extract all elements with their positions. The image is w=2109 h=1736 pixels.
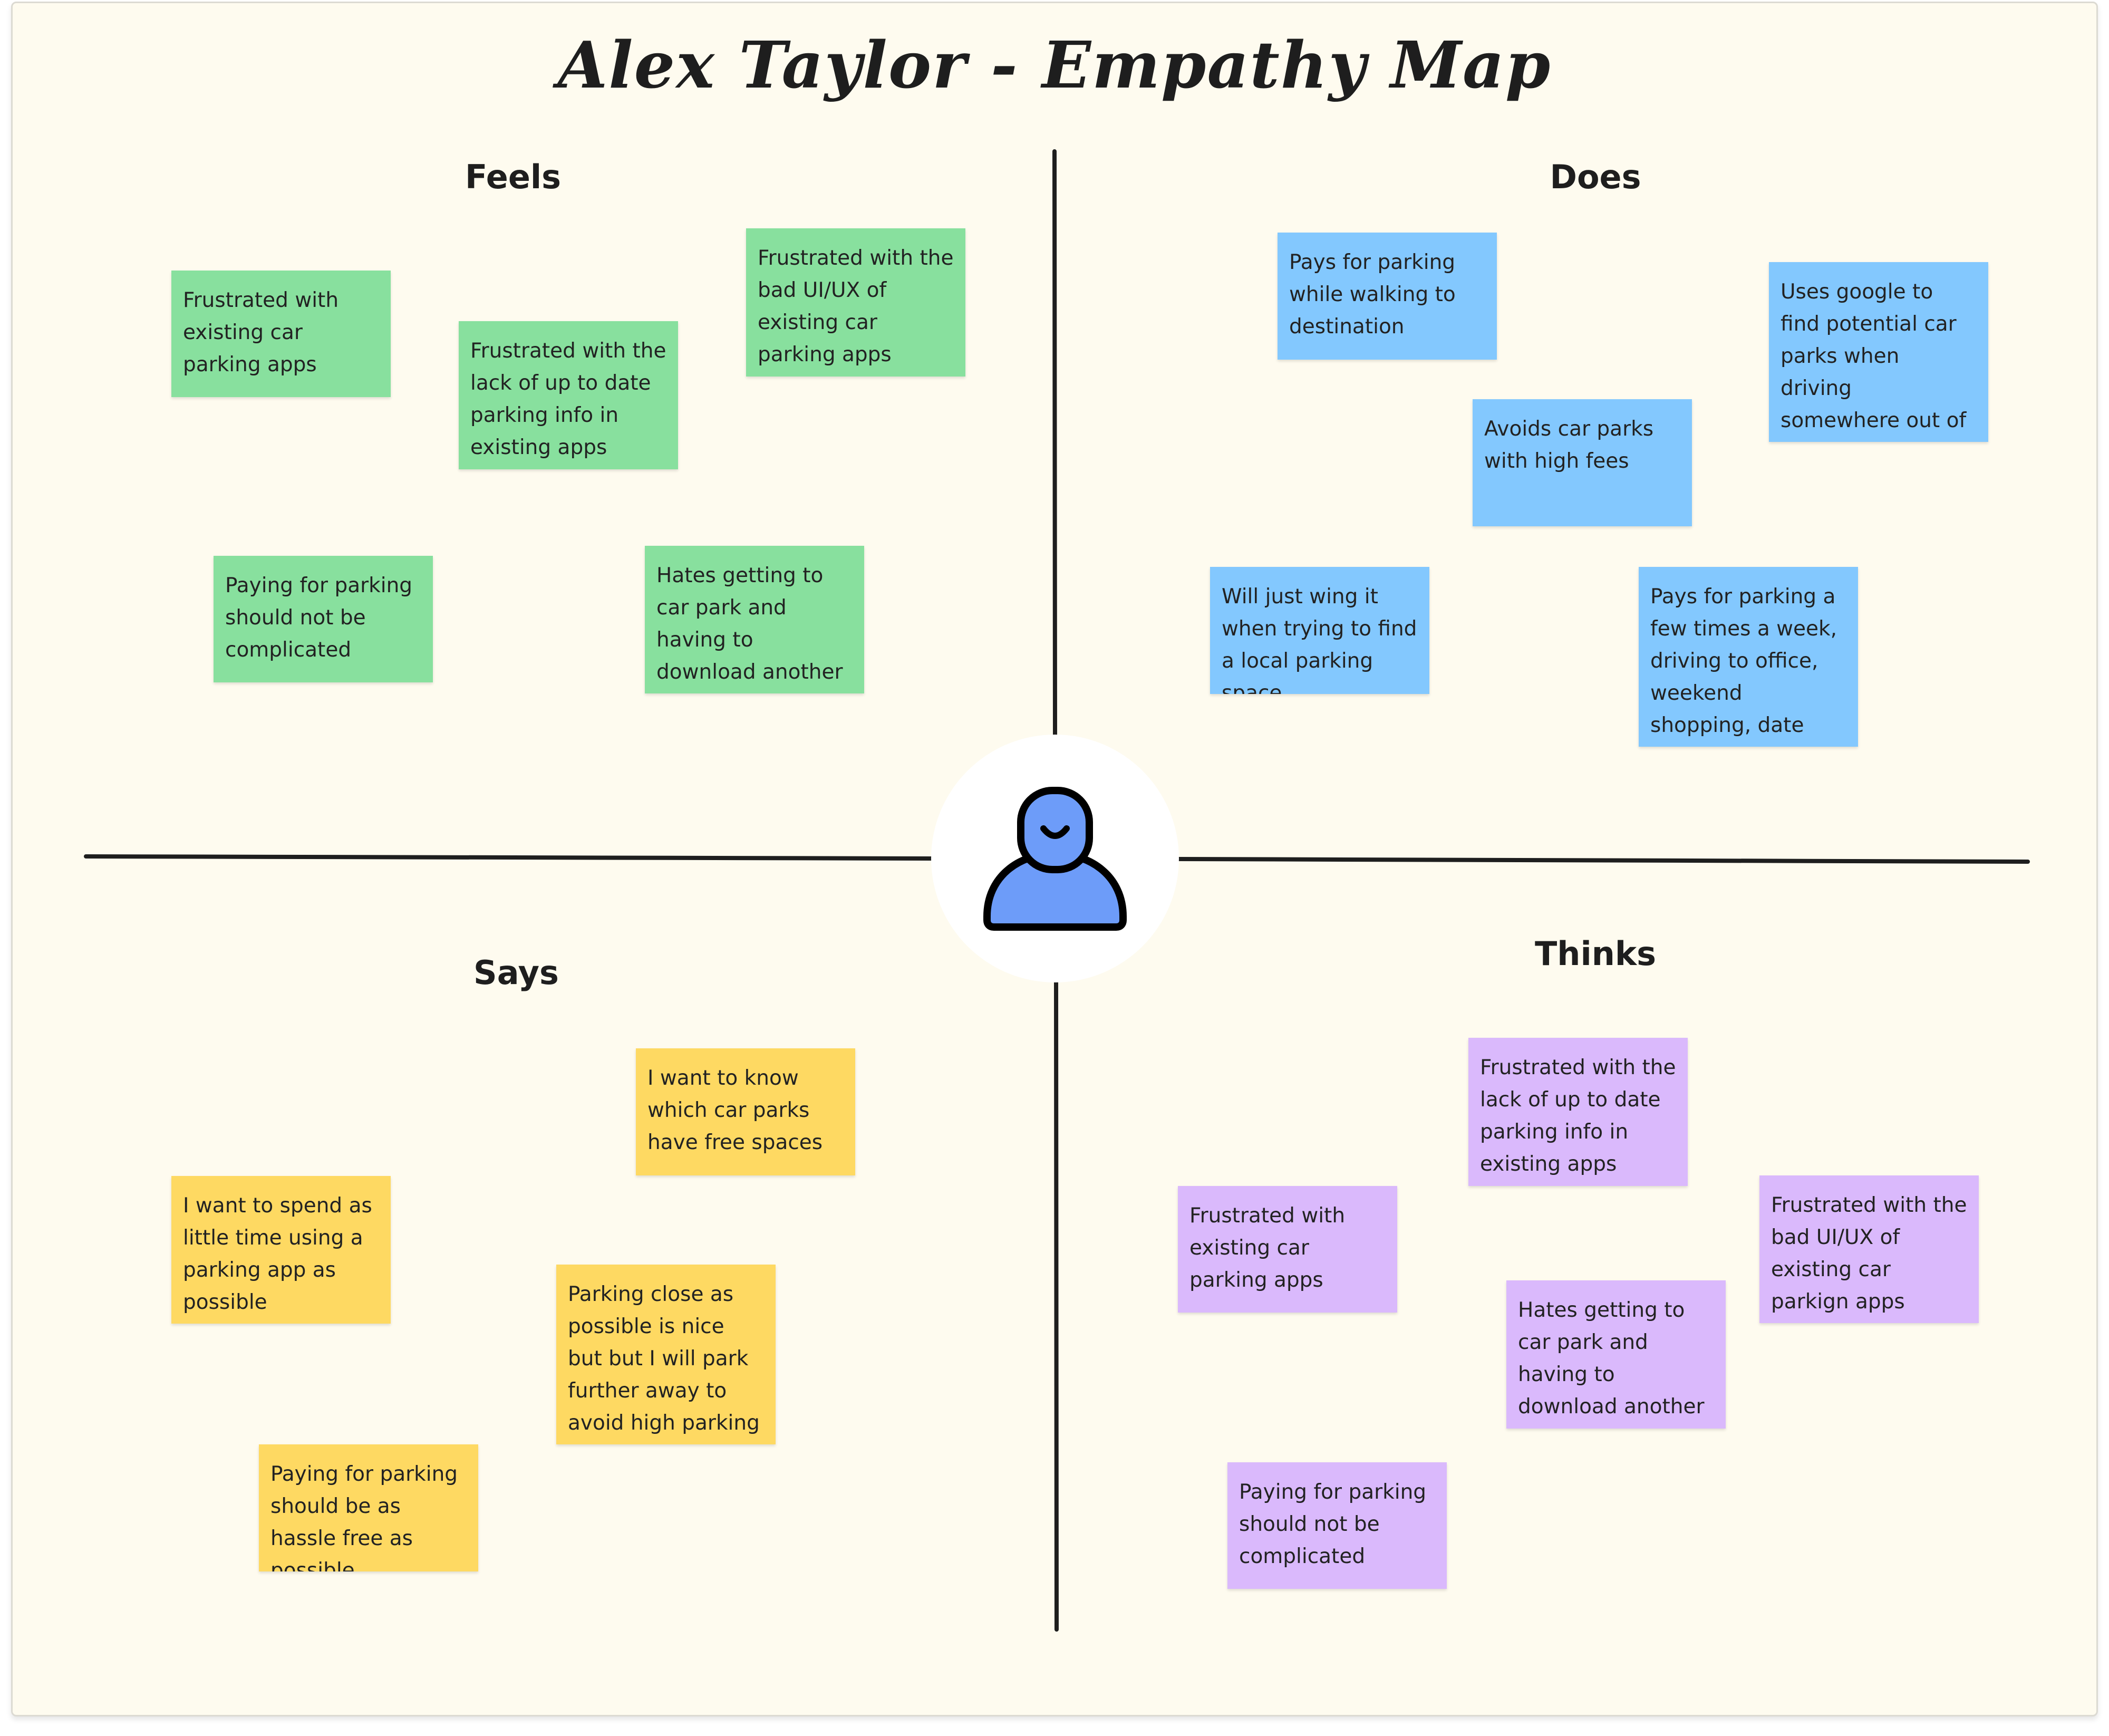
feels-sticky-note[interactable]: Hates getting to car park and having to … <box>645 546 864 693</box>
heading-thinks: Thinks <box>1535 934 1656 973</box>
thinks-sticky-note[interactable]: Frustrated with existing car parking app… <box>1178 1186 1397 1313</box>
horizontal-axis-left <box>84 854 934 861</box>
user-icon <box>983 787 1127 931</box>
thinks-sticky-note[interactable]: Frustrated with the lack of up to date p… <box>1468 1038 1688 1186</box>
says-sticky-note[interactable]: Parking close as possible is nice but bu… <box>556 1265 776 1444</box>
vertical-axis-bottom <box>1054 980 1059 1632</box>
does-sticky-note[interactable]: Pays for parking while walking to destin… <box>1278 233 1497 360</box>
map-title: Alex Taylor - Empathy Map <box>557 27 1552 103</box>
persona-avatar <box>931 735 1179 982</box>
says-sticky-note[interactable]: I want to spend as little time using a p… <box>171 1176 391 1324</box>
heading-says: Says <box>473 953 559 992</box>
feels-sticky-note[interactable]: Paying for parking should not be complic… <box>214 556 433 682</box>
thinks-sticky-note[interactable]: Paying for parking should not be complic… <box>1227 1462 1447 1589</box>
horizontal-axis-right <box>1177 857 2030 864</box>
heading-does: Does <box>1550 158 1641 196</box>
does-sticky-note[interactable]: Avoids car parks with high fees <box>1473 399 1692 526</box>
thinks-sticky-note[interactable]: Frustrated with the bad UI/UX of existin… <box>1759 1175 1979 1323</box>
says-sticky-note[interactable]: I want to know which car parks have free… <box>636 1048 855 1175</box>
says-sticky-note[interactable]: Paying for parking should be as hassle f… <box>259 1444 478 1571</box>
feels-sticky-note[interactable]: Frustrated with existing car parking app… <box>171 271 391 397</box>
does-sticky-note[interactable]: Pays for parking a few times a week, dri… <box>1639 567 1858 747</box>
feels-sticky-note[interactable]: Frustrated with the lack of up to date p… <box>459 321 678 469</box>
does-sticky-note[interactable]: Will just wing it when trying to find a … <box>1210 567 1429 694</box>
does-sticky-note[interactable]: Uses google to find potential car parks … <box>1769 262 1988 442</box>
thinks-sticky-note[interactable]: Hates getting to car park and having to … <box>1506 1280 1726 1429</box>
heading-feels: Feels <box>465 158 562 196</box>
vertical-axis-top <box>1052 149 1057 738</box>
feels-sticky-note[interactable]: Frustrated with the bad UI/UX of existin… <box>746 228 965 377</box>
